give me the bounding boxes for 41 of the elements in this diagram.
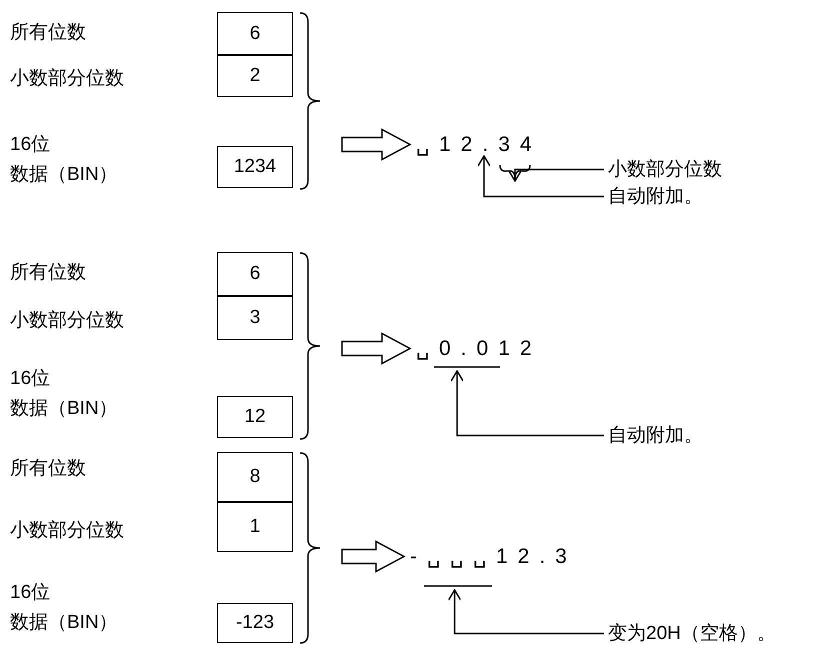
field-label: 数据（BIN） [10, 611, 118, 635]
value-box: 6 [217, 12, 293, 55]
value-box: 12 [217, 396, 293, 438]
underline-mark [424, 585, 492, 589]
hollow-arrow [341, 540, 406, 573]
value-box: 2 [217, 55, 293, 97]
result-string: -␣␣␣12.3 [410, 546, 577, 567]
leader-line [450, 370, 604, 436]
annotation-text: 变为20H（空格）。 [608, 624, 776, 643]
field-label: 16位 [10, 367, 50, 391]
field-label: 所有位数 [10, 21, 86, 45]
underline-mark [434, 366, 500, 370]
field-label: 小数部分位数 [10, 519, 124, 543]
field-label: 小数部分位数 [10, 67, 124, 91]
leader-line [477, 155, 604, 198]
result-string: ␣12.34 [416, 134, 542, 155]
field-label: 数据（BIN） [10, 397, 118, 421]
value-box: 8 [217, 452, 293, 502]
field-label: 所有位数 [10, 457, 86, 481]
field-label: 数据（BIN） [10, 163, 118, 187]
result-string: ␣0.012 [416, 338, 542, 359]
field-label: 16位 [10, 133, 50, 157]
value-box: 1 [217, 502, 293, 552]
curly-brace [298, 252, 322, 440]
annotation-text: 小数部分位数 [608, 160, 722, 179]
curly-brace [298, 452, 322, 644]
hollow-arrow [341, 128, 412, 161]
field-label: 16位 [10, 581, 50, 605]
value-box: 6 [217, 252, 293, 296]
hollow-arrow [341, 332, 412, 365]
curly-brace [298, 12, 322, 190]
annotation-text: 自动附加。 [608, 426, 703, 445]
leader-line [508, 168, 604, 182]
value-box: 3 [217, 296, 293, 340]
value-box: 1234 [217, 146, 293, 188]
field-label: 小数部分位数 [10, 309, 124, 333]
annotation-text: 自动附加。 [608, 187, 703, 206]
leader-line [448, 589, 604, 634]
curly-brace [499, 164, 531, 180]
value-box: -123 [217, 603, 293, 643]
field-label: 所有位数 [10, 261, 86, 285]
